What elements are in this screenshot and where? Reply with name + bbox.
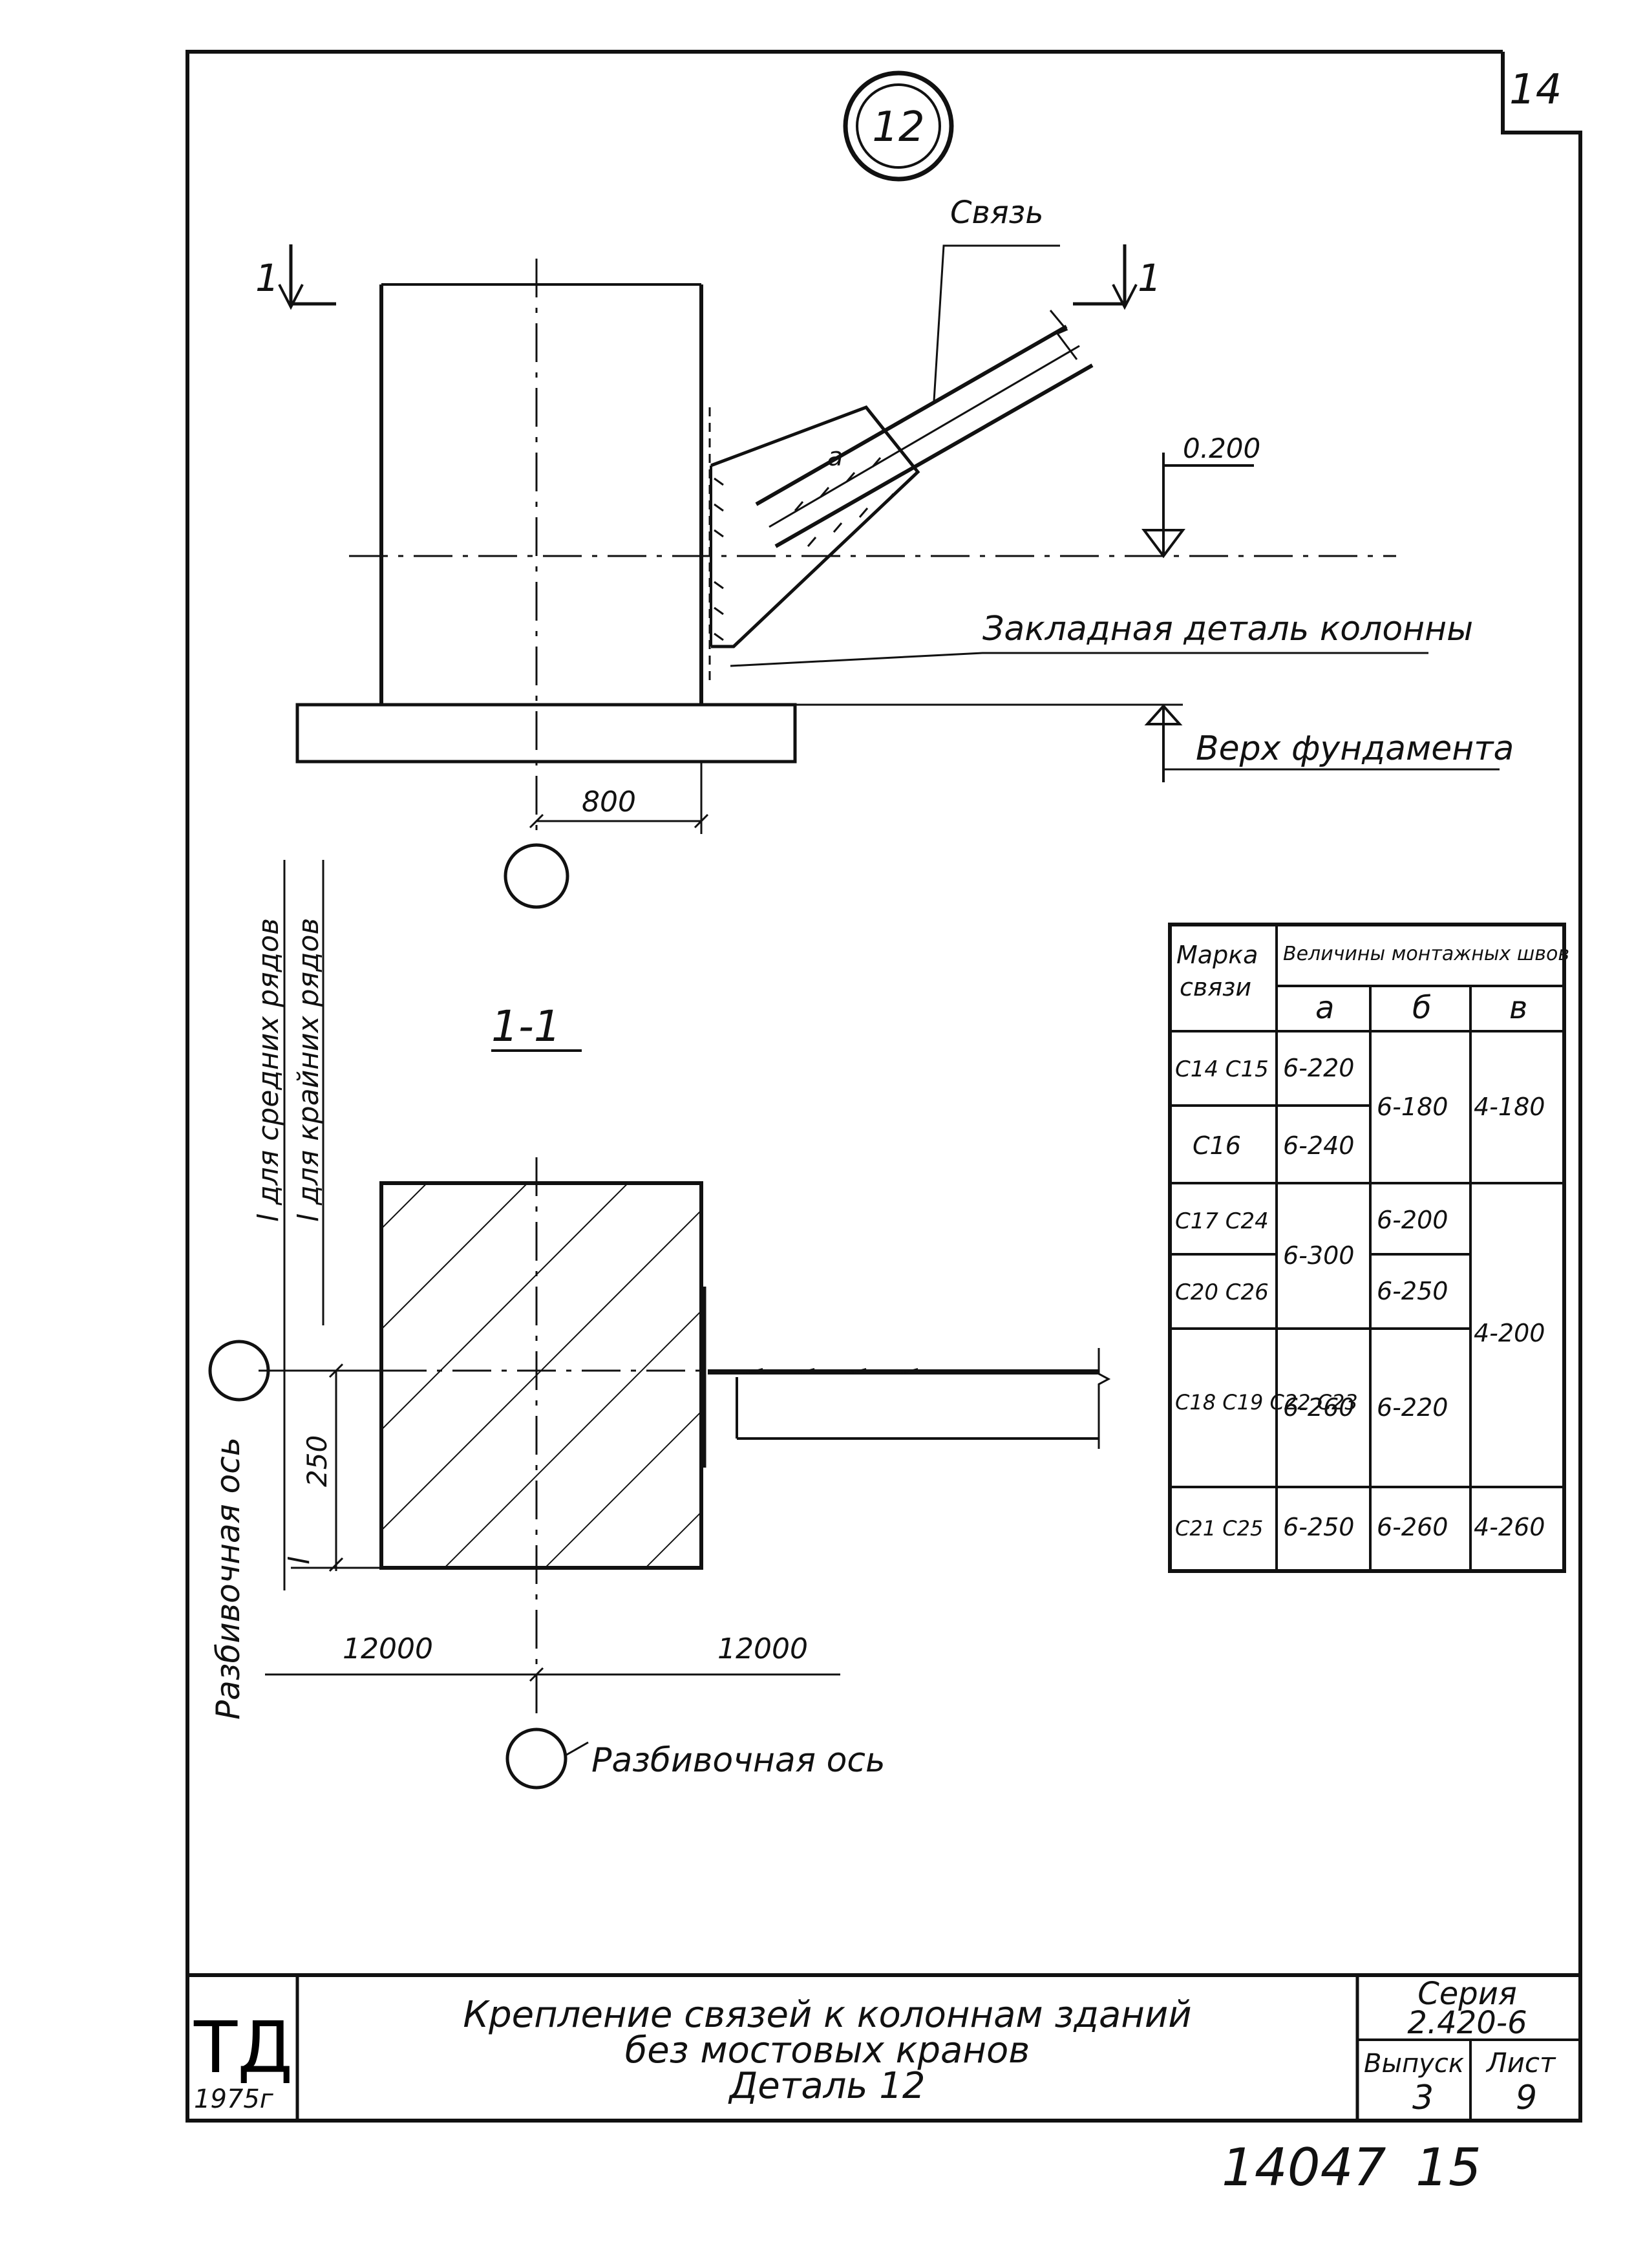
table-header-b: б [1412, 990, 1432, 1026]
series-value: 2.420-6 [1407, 2005, 1527, 2041]
table-merged-a-c17-c26: 6-300 [1283, 1241, 1354, 1270]
elevation-view [278, 244, 1500, 909]
weld-table [1168, 923, 1566, 1573]
table-row-6-b: 6-260 [1377, 1513, 1448, 1541]
table-merged-v-c14-c16: 4-180 [1474, 1093, 1545, 1121]
table-merged-v-c17-c23: 4-200 [1474, 1319, 1545, 1347]
section-view [208, 860, 1111, 1790]
embedded-part-label: Закладная деталь колонны [982, 610, 1473, 648]
table-row-3-b: 6-200 [1377, 1206, 1448, 1234]
table-row-6-a: 6-250 [1283, 1513, 1354, 1541]
level-label: 0.200 [1183, 433, 1260, 464]
issue-value: 3 [1412, 2079, 1434, 2117]
table-row-1-marks: С14 С15 [1175, 1056, 1269, 1082]
dim-800-label: 800 [582, 786, 636, 818]
table-header-group: Величины монтажных швов [1283, 943, 1569, 965]
table-row-4-marks: С20 С26 [1175, 1279, 1269, 1305]
sheet-label: Лист [1485, 2047, 1556, 2079]
weld-label-a: а [827, 442, 844, 472]
bottom-number: 14047 [1222, 2137, 1386, 2198]
detail-number: 12 [872, 103, 924, 151]
sheet-value: 9 [1516, 2079, 1537, 2117]
section-mark-right: 1 [1138, 256, 1162, 300]
brace-label: Связь [950, 195, 1044, 231]
table-row-5-b: 6-220 [1377, 1393, 1448, 1422]
l-edge-rows-label: l для крайних рядов [292, 918, 325, 1222]
table-header-mark-2: связи [1180, 973, 1251, 1001]
table-row-6-v: 4-260 [1474, 1513, 1545, 1541]
table-header-mark-1: Марка [1176, 941, 1258, 969]
title-line-2: без мостовых кранов [625, 2029, 1030, 2071]
section-title: 1-1 [491, 1001, 561, 1051]
title-line-3: Деталь 12 [728, 2065, 926, 2107]
table-row-2-a: 6-240 [1283, 1131, 1354, 1160]
table-row-4-b: 6-250 [1377, 1277, 1448, 1305]
table-row-2-marks: С16 [1193, 1131, 1241, 1160]
table-row-5-marks: С18 С19 С22 С23 [1175, 1390, 1358, 1415]
axis-label-bottom: Разбивочная ось [591, 1741, 886, 1780]
dim-250-label: 250 [301, 1435, 333, 1487]
corner-sheet-number: 14 [1509, 66, 1562, 114]
bottom-page: 15 [1416, 2137, 1481, 2198]
title-block [187, 1973, 1580, 2121]
issue-label: Выпуск [1364, 2049, 1464, 2079]
l-middle-rows-label: l для средних рядов [252, 918, 285, 1222]
table-row-6-marks: С21 С25 [1175, 1516, 1263, 1541]
table-row-1-a: 6-220 [1283, 1054, 1354, 1082]
sheet-frame [186, 50, 1582, 2123]
logo: ТД [193, 2006, 293, 2089]
table-header-a: а [1315, 990, 1334, 1026]
table-row-5-a: 6-260 [1283, 1393, 1354, 1422]
axis-label-vertical: Разбивочная ось [209, 1437, 247, 1720]
year: 1975г [194, 2084, 274, 2114]
section-mark-left: 1 [255, 256, 279, 300]
foundation-top-label: Верх фундамента [1196, 729, 1514, 768]
l-symbol: l [283, 1556, 316, 1565]
title-line-1: Крепление связей к колоннам зданий [463, 1994, 1191, 2036]
table-merged-b-c14-c16: 6-180 [1377, 1093, 1448, 1121]
detail-marker [843, 70, 954, 182]
table-header-v: в [1509, 990, 1527, 1026]
table-row-3-marks: С17 С24 [1175, 1208, 1269, 1234]
series-label: Серия [1417, 1976, 1517, 2012]
dim-12000-right: 12000 [717, 1632, 808, 1665]
dim-12000-left: 12000 [343, 1632, 433, 1665]
